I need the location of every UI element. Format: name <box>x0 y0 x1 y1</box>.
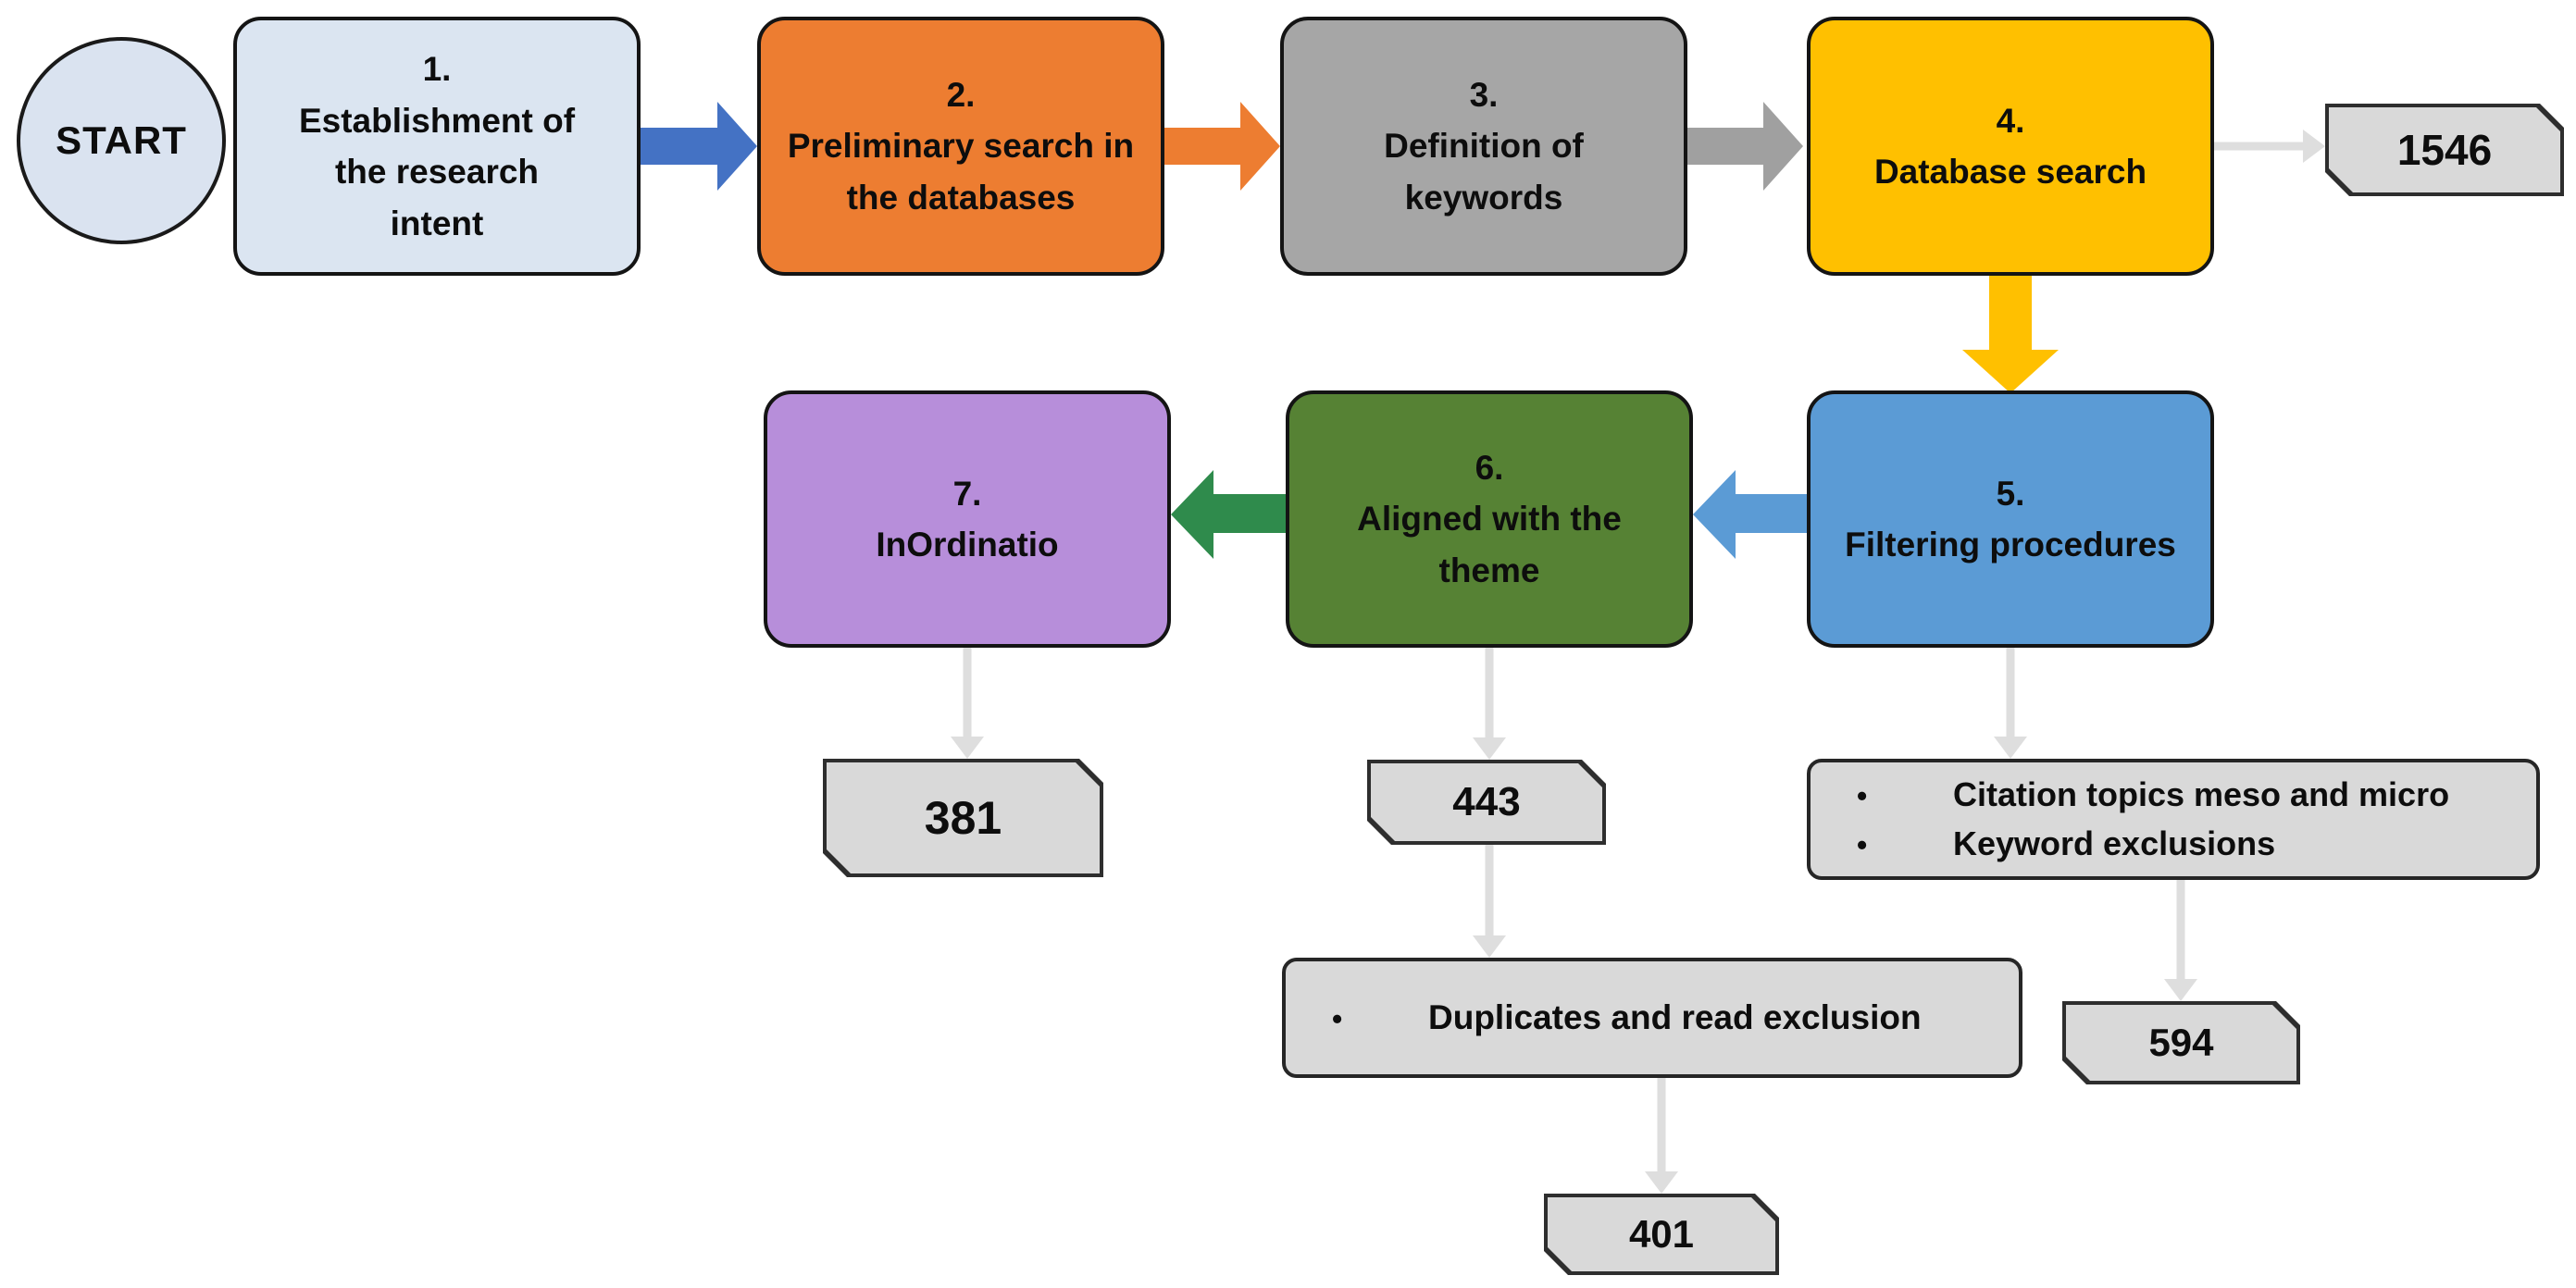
step-3-definition-keywords: 3. Definition of keywords <box>1280 17 1687 276</box>
filtering-criteria-note: • Citation topics meso and micro • Keywo… <box>1807 759 2540 880</box>
step-3-number: 3. <box>1469 75 1499 114</box>
step-6-label: Aligned with the theme <box>1357 500 1622 589</box>
list-item: • Duplicates and read exclusion <box>1332 993 2000 1043</box>
list-item: • Citation topics meso and micro <box>1857 771 2518 819</box>
arrow-step5-to-step6 <box>1693 470 1811 559</box>
bullet-dot: • <box>1857 827 1868 861</box>
step-4-label: Database search <box>1873 153 2147 191</box>
connector-citation-note-to-594-head <box>2164 979 2197 1001</box>
count-tag-594: 594 <box>2062 1001 2300 1084</box>
arrow-step1-to-step2 <box>637 102 757 191</box>
step-6-aligned-theme: 6. Aligned with the theme <box>1286 390 1693 648</box>
step-5-number: 5. <box>1996 474 2025 513</box>
step-5-label: Filtering procedures <box>1845 526 2176 564</box>
connector-step5-to-citation-note-head <box>1994 737 2027 759</box>
count-tag-443-value: 443 <box>1371 763 1602 841</box>
count-tag-1546-value: 1546 <box>2329 107 2560 192</box>
count-tag-401: 401 <box>1544 1194 1779 1275</box>
step-6-number: 6. <box>1475 448 1504 487</box>
arrow-step2-to-step3 <box>1160 102 1280 191</box>
arrow-step6-to-step7 <box>1171 470 1290 559</box>
connector-step7-to-381-head <box>951 737 984 759</box>
filtering-criteria-item-2: Keyword exclusions <box>1953 824 2276 862</box>
step-4-database-search: 4. Database search <box>1807 17 2214 276</box>
count-tag-381-value: 381 <box>827 762 1100 873</box>
step-5-filtering-procedures: 5. Filtering procedures <box>1807 390 2214 648</box>
filtering-criteria-item-1: Citation topics meso and micro <box>1953 775 2450 814</box>
step-1-number: 1. <box>422 50 452 88</box>
step-7-label: InOrdinatio <box>876 526 1059 564</box>
count-tag-1546: 1546 <box>2325 104 2564 196</box>
step-4-number: 4. <box>1996 101 2025 140</box>
arrow-step3-to-step4 <box>1683 102 1803 191</box>
count-tag-594-value: 594 <box>2066 1005 2296 1081</box>
connector-step4-to-1546-head <box>2303 130 2325 163</box>
start-label: START <box>56 118 187 162</box>
step-2-preliminary-search: 2. Preliminary search in the databases <box>757 17 1164 276</box>
filtering-criteria-list: • Citation topics meso and micro • Keywo… <box>1857 771 2518 867</box>
connector-step6-to-443-head <box>1473 737 1506 760</box>
count-tag-381: 381 <box>823 759 1103 877</box>
step-1-establishment: 1. Establishment of the research intent <box>233 17 641 276</box>
step-1-label: Establishment of the research intent <box>298 101 576 242</box>
start-node: START <box>17 37 226 244</box>
step-3-label: Definition of keywords <box>1384 127 1584 217</box>
step-7-number: 7. <box>952 474 982 513</box>
connector-443-to-duplicates-note-head <box>1473 935 1506 958</box>
bullet-dot: • <box>1332 1002 1343 1036</box>
duplicates-criteria-item-1: Duplicates and read exclusion <box>1428 998 1922 1037</box>
connector-duplicates-note-to-401-head <box>1645 1171 1678 1194</box>
duplicates-criteria-list: • Duplicates and read exclusion <box>1332 993 2000 1043</box>
duplicates-criteria-note: • Duplicates and read exclusion <box>1282 958 2022 1078</box>
step-2-label: Preliminary search in the databases <box>787 127 1135 217</box>
step-2-number: 2. <box>946 75 976 114</box>
arrow-step4-to-step5 <box>1962 268 2059 393</box>
step-7-inordinatio: 7. InOrdinatio <box>764 390 1171 648</box>
list-item: • Keyword exclusions <box>1857 820 2518 868</box>
count-tag-443: 443 <box>1367 760 1606 845</box>
count-tag-401-value: 401 <box>1548 1197 1775 1271</box>
bullet-dot: • <box>1857 779 1868 813</box>
